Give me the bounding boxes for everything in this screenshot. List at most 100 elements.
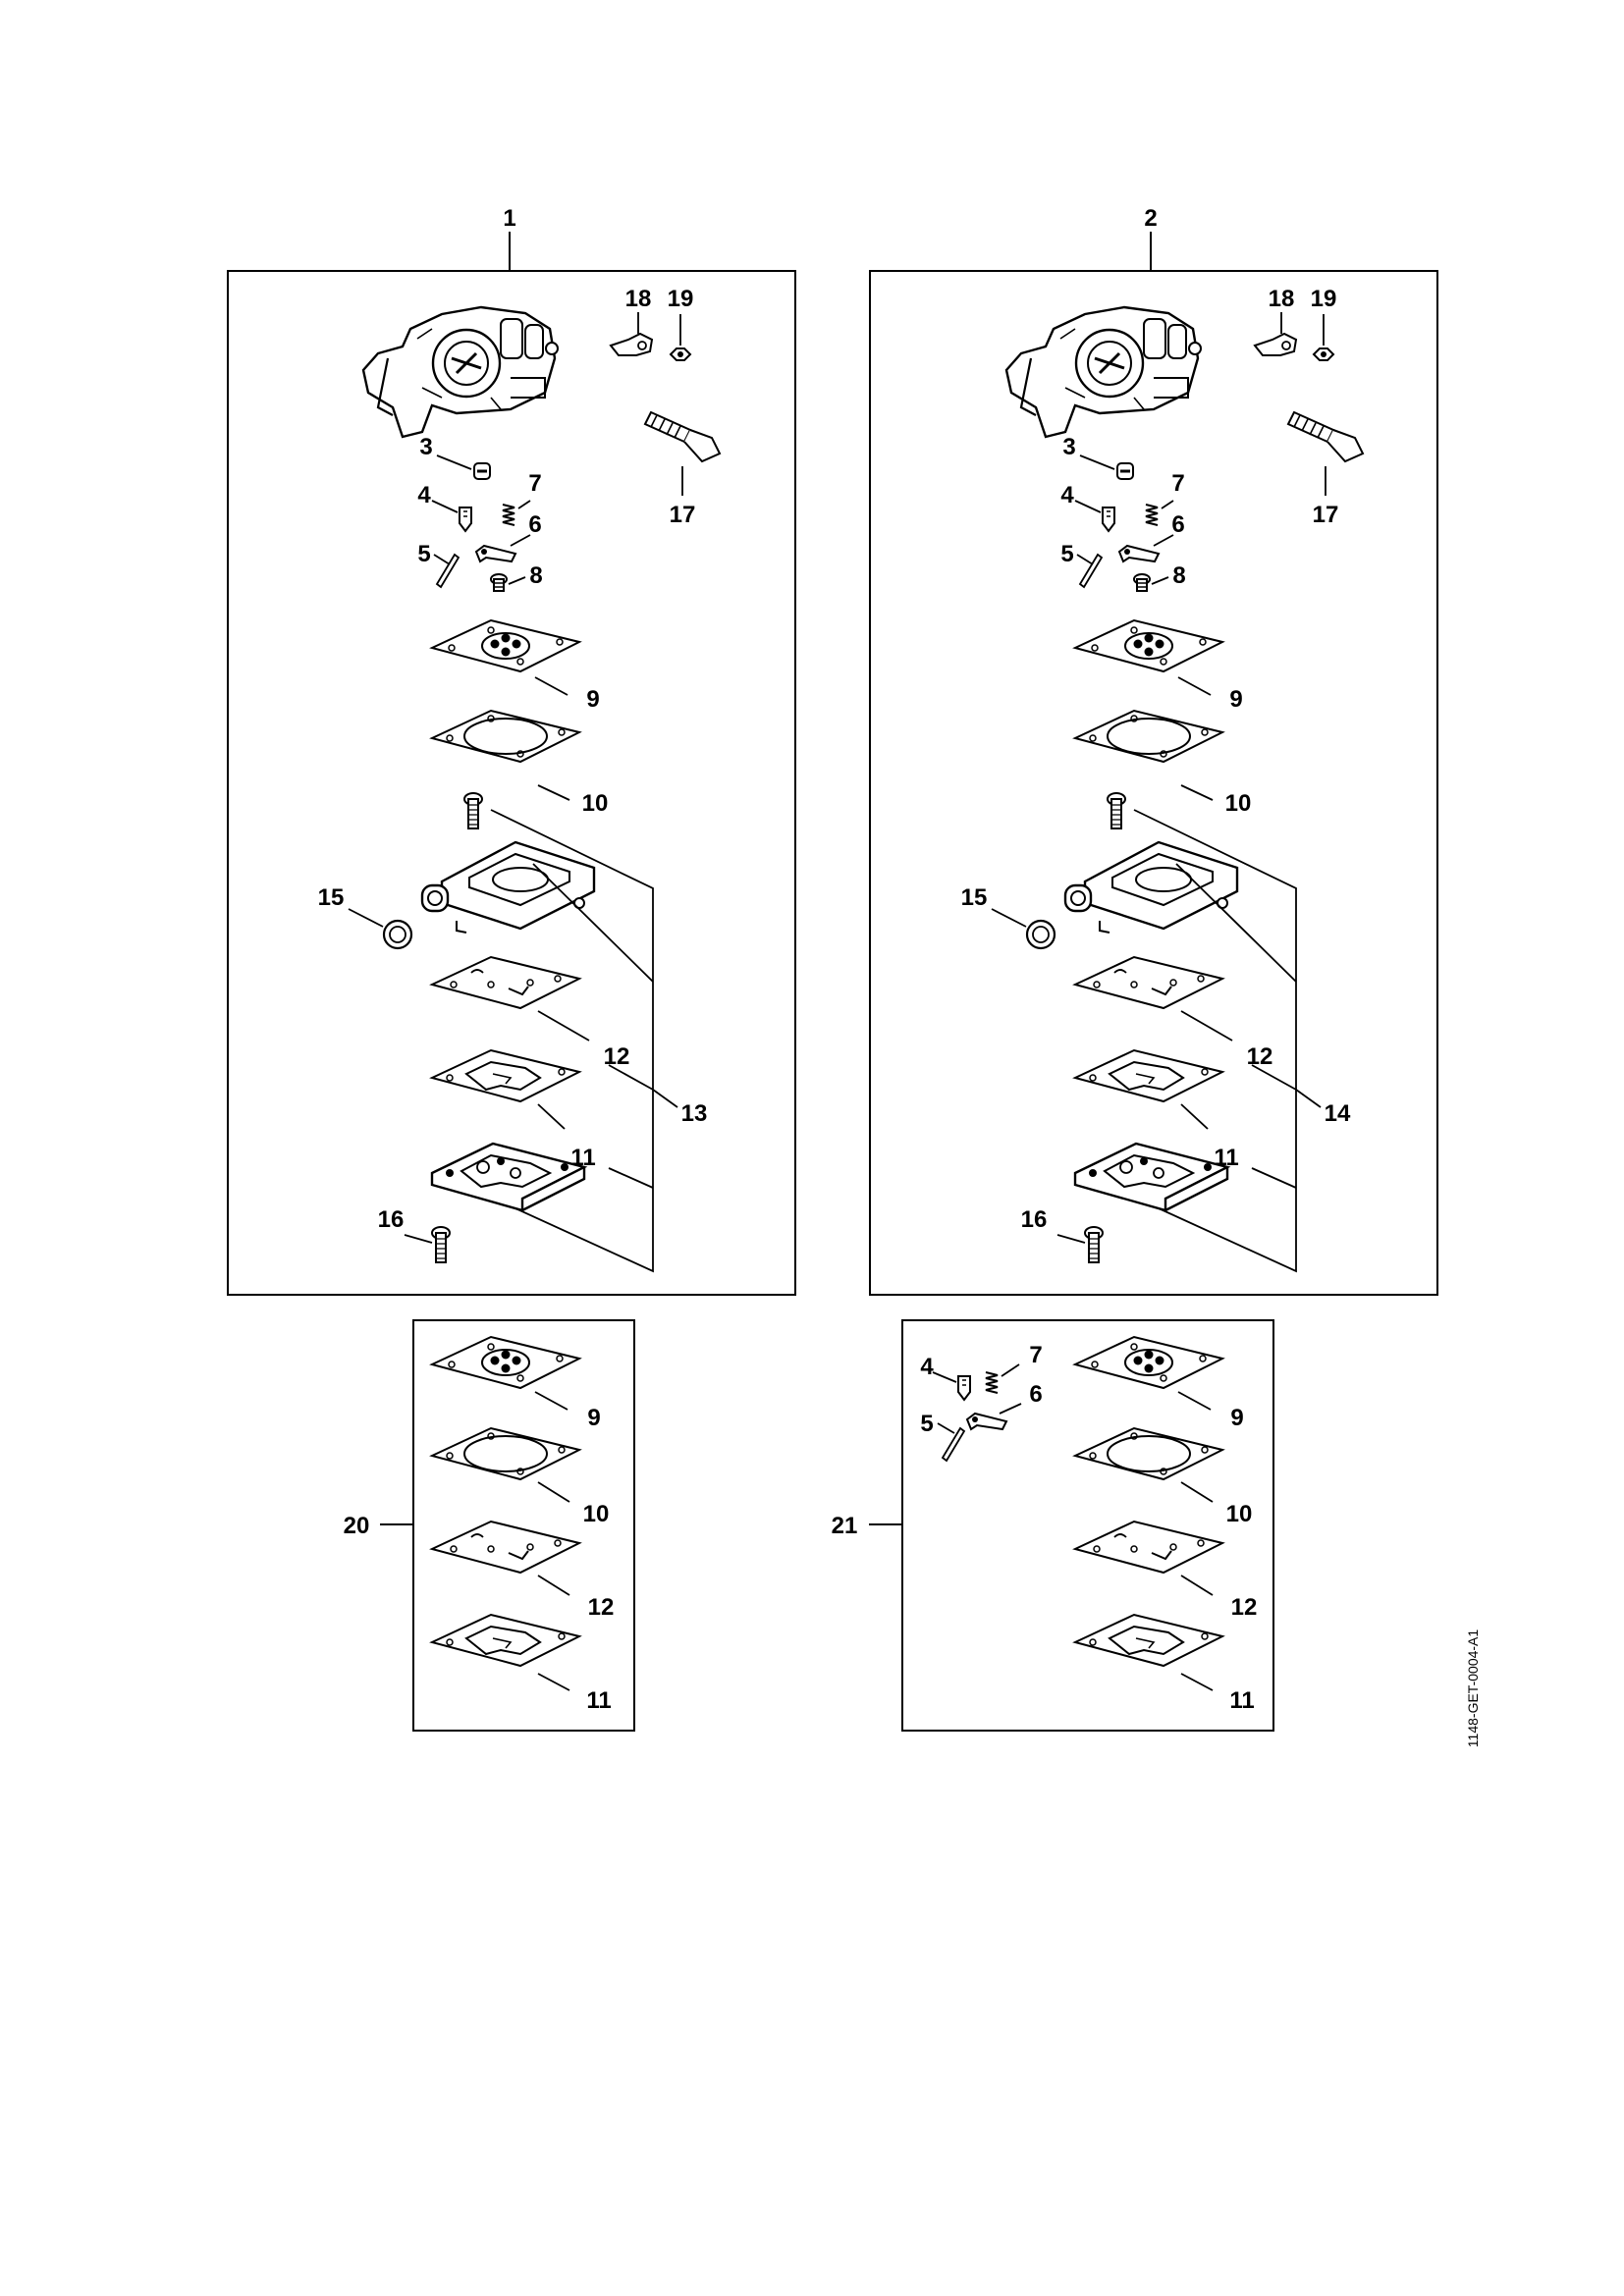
callout-12: 12 <box>588 1594 615 1621</box>
callout-5: 5 <box>920 1411 933 1437</box>
adjusting-screw-17 <box>1287 411 1364 462</box>
carburetor-body <box>361 305 560 439</box>
callout-1: 1 <box>503 205 515 232</box>
kit-20-panel: 20 9 10 12 11 <box>344 1319 635 1732</box>
pump-body <box>1063 840 1239 934</box>
callout-5: 5 <box>417 541 430 567</box>
nut-19 <box>1313 347 1334 361</box>
screw-16 <box>1084 1226 1104 1263</box>
cover-plate <box>1073 1142 1229 1212</box>
callout-16: 16 <box>378 1206 405 1233</box>
callout-18: 18 <box>625 286 652 312</box>
callout-9: 9 <box>586 686 599 713</box>
callout-7: 7 <box>1171 470 1184 497</box>
callout-16: 16 <box>1021 1206 1048 1233</box>
lever-18 <box>1254 333 1297 356</box>
callout-3: 3 <box>1062 434 1075 460</box>
callout-17: 17 <box>1313 502 1339 528</box>
gasket-9 <box>431 1336 580 1389</box>
cover-plate <box>430 1142 586 1212</box>
diaphragm-12 <box>1074 956 1223 1009</box>
gasket-11 <box>431 1049 580 1102</box>
document-code: 1148-GET-0004-A1 <box>1465 1629 1481 1748</box>
spring-7 <box>985 1371 999 1394</box>
document-code-wrapper: 1148-GET-0004-A1 <box>1453 1610 1492 1767</box>
callout-4: 4 <box>417 482 431 508</box>
adjusting-screw-17 <box>644 411 721 462</box>
gasket-9 <box>431 619 580 672</box>
callout-2: 2 <box>1144 205 1157 232</box>
diaphragm-12 <box>431 956 580 1009</box>
screw-8 <box>490 573 508 592</box>
gasket-11 <box>1074 1614 1223 1667</box>
gasket-10 <box>1074 710 1223 763</box>
callout-9: 9 <box>1230 1405 1243 1431</box>
callout-6: 6 <box>1029 1381 1042 1408</box>
callout-4: 4 <box>920 1354 934 1380</box>
assembly-1-frame <box>227 270 796 1296</box>
pump-screw <box>1107 792 1126 829</box>
callout-10: 10 <box>1225 790 1252 817</box>
callout-7: 7 <box>528 470 541 497</box>
callout-4: 4 <box>1060 482 1074 508</box>
callout-15: 15 <box>318 884 345 911</box>
callout-12: 12 <box>604 1043 630 1070</box>
callout-9: 9 <box>1229 686 1242 713</box>
pump-body <box>420 840 596 934</box>
callout-10: 10 <box>1226 1501 1253 1527</box>
callout-18: 18 <box>1269 286 1295 312</box>
gasket-9 <box>1074 1336 1223 1389</box>
callout-12: 12 <box>1247 1043 1273 1070</box>
callout-3: 3 <box>419 434 432 460</box>
spring-7 <box>1145 504 1159 526</box>
plug-3 <box>472 461 492 481</box>
callout-14: 14 <box>1325 1100 1351 1127</box>
diaphragm-12 <box>1074 1521 1223 1574</box>
lever-arm-6 <box>475 545 516 562</box>
callout-15: 15 <box>961 884 988 911</box>
assembly-1-panel: 1 18 19 17 3 4 7 6 5 8 9 <box>227 205 796 1296</box>
needle-4 <box>957 1375 971 1401</box>
lever-18 <box>610 333 653 356</box>
screw-16 <box>431 1226 451 1263</box>
diaphragm-12 <box>431 1521 580 1574</box>
gasket-10 <box>431 1427 580 1480</box>
callout-12: 12 <box>1231 1594 1258 1621</box>
plug-3 <box>1115 461 1135 481</box>
callout-19: 19 <box>1311 286 1337 312</box>
gasket-10 <box>431 710 580 763</box>
callout-8: 8 <box>1172 562 1185 589</box>
o-ring-15 <box>382 919 413 950</box>
lever-arm-6 <box>966 1413 1007 1430</box>
callout-17: 17 <box>670 502 696 528</box>
callout-21: 21 <box>832 1513 858 1539</box>
lever-arm-6 <box>1118 545 1160 562</box>
needle-4 <box>459 507 472 532</box>
kit-21-panel: 21 4 7 5 6 9 10 12 11 <box>832 1319 1274 1732</box>
callout-9: 9 <box>587 1405 600 1431</box>
gasket-9 <box>1074 619 1223 672</box>
callout-6: 6 <box>528 511 541 538</box>
assembly-2-frame <box>869 270 1438 1296</box>
callout-10: 10 <box>583 1501 610 1527</box>
callout-5: 5 <box>1060 541 1073 567</box>
needle-4 <box>1102 507 1115 532</box>
callout-11: 11 <box>1229 1687 1254 1714</box>
callout-8: 8 <box>529 562 542 589</box>
callout-7: 7 <box>1029 1342 1042 1368</box>
gasket-10 <box>1074 1427 1223 1480</box>
assembly-2-panel: 2 18 19 17 3 4 7 6 5 8 9 <box>869 205 1438 1296</box>
o-ring-15 <box>1025 919 1056 950</box>
callout-13: 13 <box>681 1100 708 1127</box>
nut-19 <box>670 347 691 361</box>
screw-8 <box>1133 573 1151 592</box>
callout-11: 11 <box>586 1687 611 1714</box>
callout-20: 20 <box>344 1513 370 1539</box>
callout-19: 19 <box>668 286 694 312</box>
spring-7 <box>502 504 515 526</box>
gasket-11 <box>431 1614 580 1667</box>
callout-6: 6 <box>1171 511 1184 538</box>
callout-10: 10 <box>582 790 609 817</box>
pump-screw <box>463 792 483 829</box>
